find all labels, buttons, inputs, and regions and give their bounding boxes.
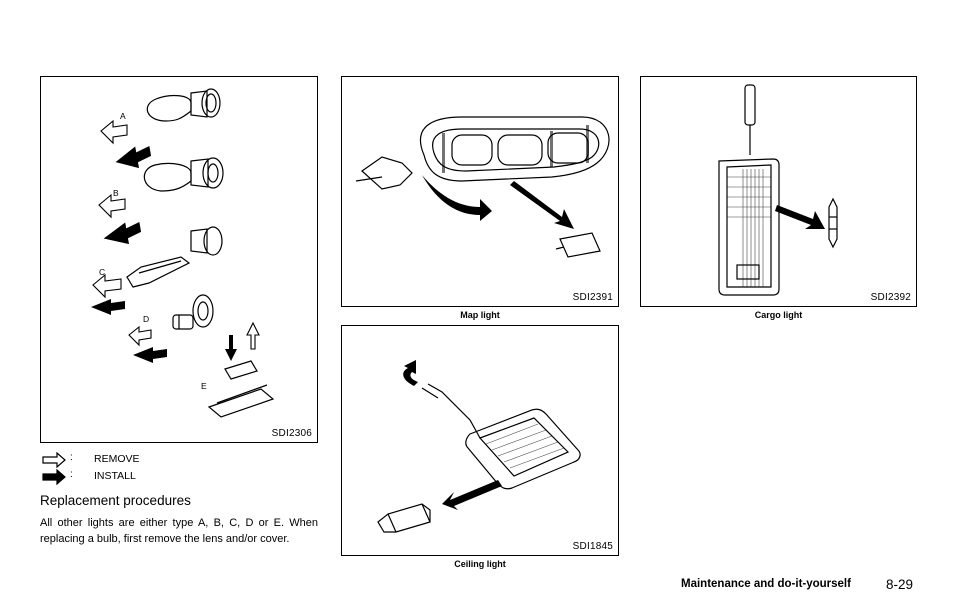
figure-map-light: SDI2391 [341,76,619,307]
legend-install-label: INSTALL [94,470,136,482]
caption-map-light: Map light [460,310,500,320]
caption-cargo-light: Cargo light [754,310,803,320]
page-number: 8-29 [886,577,914,592]
solid-arrow-icon [42,469,66,485]
outline-arrow-icon [42,452,66,468]
section-body: All other lights are either type A, B, C… [40,517,318,545]
figure-code: SDI2306 [271,428,312,439]
ceiling-light-illustration [377,360,581,533]
legend-colon: : [70,452,73,463]
figure-code: SDI1845 [572,541,613,552]
legend-colon: : [70,469,73,480]
type-label-b: B [113,188,119,198]
type-label-d: D [143,314,150,324]
type-label-e: E [201,381,207,391]
legend-remove-label: REMOVE [94,453,140,465]
type-label-a: A [120,111,126,121]
figure-cargo-light: SDI2392 [640,76,917,307]
figure-code: SDI2392 [870,292,911,303]
legend-install: : INSTALL [41,469,241,485]
figure-ceiling-light: SDI1845 [341,325,619,556]
caption-ceiling-light: Ceiling light [454,559,506,569]
footer-section-title: Maintenance and do-it-yourself [681,578,851,590]
section-heading: Replacement procedures [40,493,191,508]
cargo-light-illustration [718,84,838,296]
bulb-types-illustration [91,88,275,418]
map-light-illustration [355,116,610,258]
legend-remove: : REMOVE [41,452,241,468]
figure-bulb-types: A B C D E SDI2306 [40,76,318,443]
type-label-c: C [99,267,106,277]
figure-code: SDI2391 [572,292,613,303]
